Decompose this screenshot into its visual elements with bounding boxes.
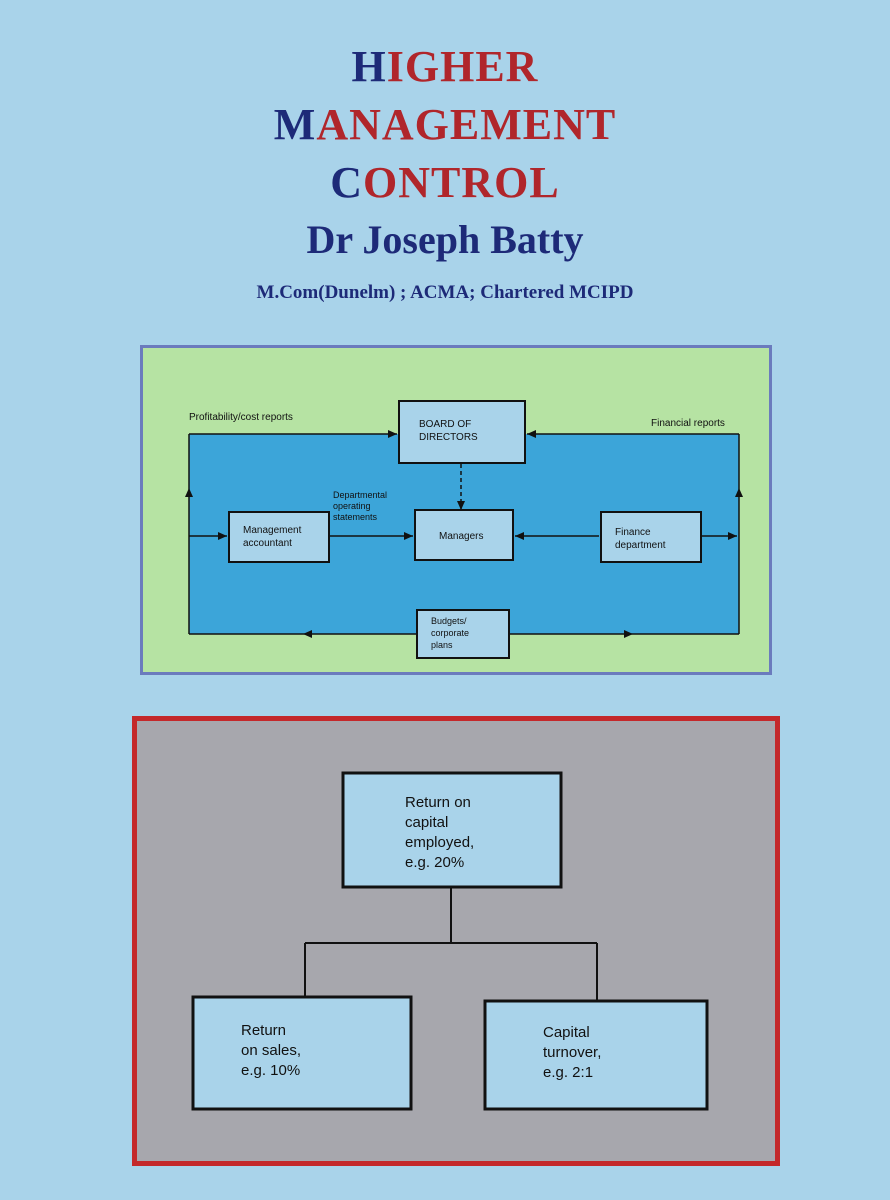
roce-tree-diagram: Return on capital employed, e.g. 20% Ret… xyxy=(191,771,709,1111)
roce-panel: Return on capital employed, e.g. 20% Ret… xyxy=(132,716,780,1166)
board-label-2: DIRECTORS xyxy=(419,432,478,443)
accountant-label-2: accountant xyxy=(243,538,292,549)
turnover-box xyxy=(483,999,709,1111)
ros-label-1: Return xyxy=(241,1022,286,1039)
title-rest: ANAGEMENT xyxy=(316,100,617,149)
control-flow-panel: BOARD OF DIRECTORS Management accountant… xyxy=(140,345,772,675)
financial-reports-label: Financial reports xyxy=(651,418,725,429)
managers-box xyxy=(414,509,514,561)
roce-label-4: e.g. 20% xyxy=(405,854,464,871)
title-initial: H xyxy=(351,42,387,91)
title-rest: ONTROL xyxy=(363,158,560,207)
author-name: Dr Joseph Batty xyxy=(306,217,584,262)
title-initial: M xyxy=(273,100,317,149)
accountant-box xyxy=(228,511,330,563)
title-rest: IGHER xyxy=(386,42,539,91)
turnover-label-2: turnover, xyxy=(543,1044,601,1061)
board-box xyxy=(398,400,526,464)
cover-title-block: HIGHER MANAGEMENT CONTROL Dr Joseph Batt… xyxy=(0,38,890,304)
budgets-label-1: Budgets/ xyxy=(431,616,467,626)
control-flow-diagram: BOARD OF DIRECTORS Management accountant… xyxy=(185,400,743,659)
finance-label-2: department xyxy=(615,540,666,551)
roce-box xyxy=(341,771,563,889)
finance-label-1: Finance xyxy=(615,527,651,538)
departmental-label-3: statements xyxy=(333,512,378,522)
ros-label-3: e.g. 10% xyxy=(241,1062,300,1079)
roce-label-3: employed, xyxy=(405,834,474,851)
title-line-3: CONTROL xyxy=(0,154,890,212)
profitability-label: Profitability/cost reports xyxy=(189,412,293,423)
ros-box xyxy=(191,995,413,1111)
finance-box xyxy=(600,511,702,563)
departmental-label-1: Departmental xyxy=(333,490,387,500)
title-initial: C xyxy=(330,158,364,207)
title-line-2: MANAGEMENT xyxy=(0,96,890,154)
roce-label-2: capital xyxy=(405,814,448,831)
turnover-label-1: Capital xyxy=(543,1024,590,1041)
roce-label-1: Return on xyxy=(405,794,471,811)
title-line-1: HIGHER xyxy=(0,38,890,96)
budgets-label-2: corporate xyxy=(431,628,469,638)
author-qualifications: M.Com(Dunelm) ; ACMA; Chartered MCIPD xyxy=(256,282,634,303)
budgets-box xyxy=(416,609,510,659)
ros-label-2: on sales, xyxy=(241,1042,301,1059)
managers-label: Managers xyxy=(439,531,483,542)
departmental-label-2: operating xyxy=(333,501,371,511)
turnover-label-3: e.g. 2:1 xyxy=(543,1064,593,1081)
budgets-label-3: plans xyxy=(431,640,453,650)
board-label-1: BOARD OF xyxy=(419,419,471,430)
accountant-label-1: Management xyxy=(243,525,302,536)
